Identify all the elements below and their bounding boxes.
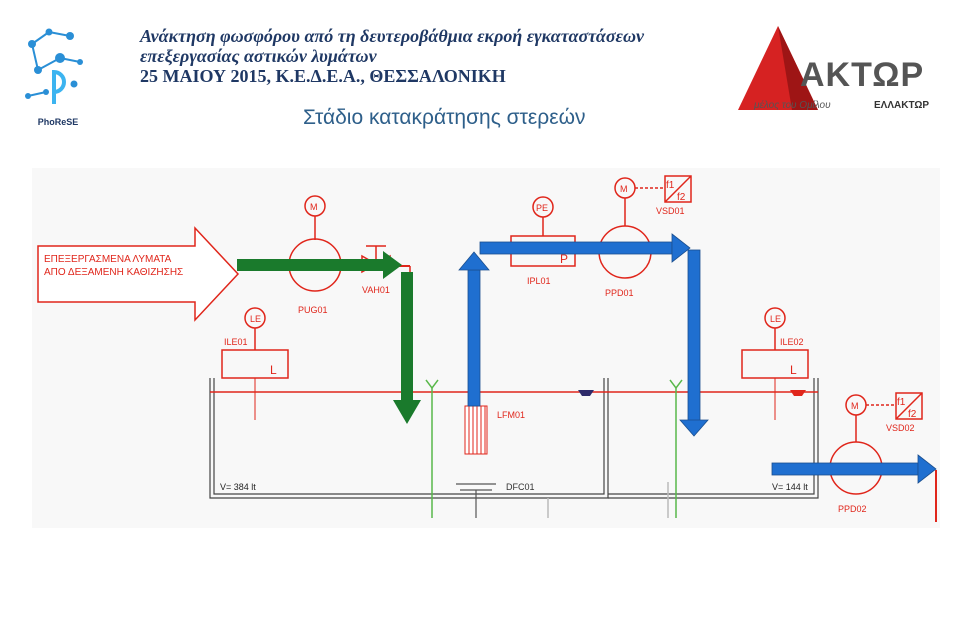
presentation-header: Ανάκτηση φωσφόρου από τη δευτεροβάθμια ε… (140, 26, 740, 86)
phorese-logo-text: PhoReSE (38, 117, 79, 127)
pump2-label: PPD01 (605, 288, 634, 298)
header-line-1: Ανάκτηση φωσφόρου από τη δευτεροβάθμια ε… (140, 26, 644, 46)
process-diagram: ΕΠΕΞΕΡΓΑΣΜΕΝΑ ΛΥΜΑΤΑ ΑΠΟ ΔΕΞΑΜΕΝΗ ΚΑΘΙΖΗ… (32, 168, 940, 528)
weir-pipes (425, 379, 683, 518)
filter-lfm01 (464, 405, 488, 455)
blue-flow-arrow-3 (771, 454, 937, 484)
pe-label: PE (536, 203, 548, 213)
float-indicator-1 (578, 390, 594, 396)
le1-label: LE (250, 314, 261, 324)
blue-flow-arrow-2 (679, 249, 709, 437)
blue-flow-arrow-1 (458, 233, 691, 407)
green-flow-arrow (237, 251, 421, 424)
level-sensor-ile02 (741, 307, 809, 420)
aktor-group-text: ΕΛΛΑΚΤΩΡ (874, 100, 929, 111)
vsd2-f1-label: f1 (897, 397, 906, 408)
ile2-l-label: L (790, 363, 797, 377)
ile2-label: ILE02 (780, 337, 804, 347)
vsd2-f2-label: f2 (908, 409, 917, 420)
header-line-3: 25 ΜΑΙΟΥ 2015, Κ.Ε.Δ.Ε.Α., ΘΕΣΣΑΛΟΝΙΚΗ (140, 66, 506, 86)
tank1-volume: V= 384 lt (220, 482, 256, 492)
vsd1-label: VSD01 (656, 206, 685, 216)
ile1-l-label: L (270, 363, 277, 377)
dfc-label: DFC01 (506, 482, 535, 492)
inflow-label-1: ΕΠΕΞΕΡΓΑΣΜΕΝΑ ΛΥΜΑΤΑ (44, 254, 172, 265)
diffuser-dfc01 (456, 483, 496, 518)
phorese-logo: PhoReSE (16, 18, 100, 134)
aktor-logo: ΑΚΤΩΡ μέλος του Ομίλου ΕΛΛΑΚΤΩΡ (734, 20, 948, 116)
tank-1 (209, 378, 609, 499)
aktor-brand-text: ΑΚΤΩΡ (800, 56, 924, 94)
aktor-tagline-text: μέλος του Ομίλου (753, 99, 831, 111)
tank2-volume: V= 144 lt (772, 482, 808, 492)
pump3-label: PPD02 (838, 504, 867, 514)
slide-title: Στάδιο κατακράτησης στερεών (303, 106, 586, 129)
le2-label: LE (770, 314, 781, 324)
pump1-label: PUG01 (298, 305, 328, 315)
lfm-label: LFM01 (497, 410, 525, 420)
vsd1-f2-label: f2 (677, 192, 686, 203)
header-line-2: επεξεργασίας αστικών λυμάτων (140, 46, 377, 66)
inflow-arrow: ΕΠΕΞΕΡΓΑΣΜΕΝΑ ΛΥΜΑΤΑ ΑΠΟ ΔΕΞΑΜΕΝΗ ΚΑΘΙΖΗ… (37, 226, 240, 322)
pump1-motor-label: M (310, 202, 318, 212)
ipl-label: IPL01 (527, 276, 551, 286)
pump3-motor-label: M (851, 401, 859, 411)
pump2-motor-label: M (620, 184, 628, 194)
float-indicator-2 (790, 390, 806, 396)
vsd1-f1-label: f1 (666, 180, 675, 191)
inflow-label-2: ΑΠΟ ΔΕΞΑΜΕΝΗ ΚΑΘΙΖΗΣΗΣ (44, 267, 183, 278)
ile1-label: ILE01 (224, 337, 248, 347)
level-sensor-ile01 (221, 307, 289, 420)
ipl-p-label: P (560, 252, 568, 266)
vsd2-label: VSD02 (886, 423, 915, 433)
valve-label: VAH01 (362, 285, 390, 295)
